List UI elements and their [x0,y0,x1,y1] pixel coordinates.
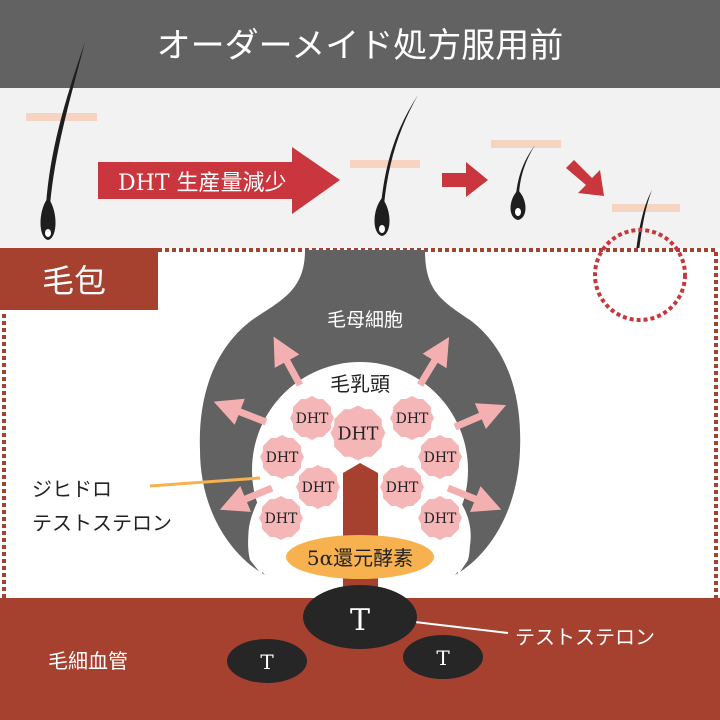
magnify-circle [593,228,687,322]
svg-text:DHT: DHT [424,511,457,527]
svg-text:DHT: DHT [386,480,419,496]
small-arrow-down-right [566,160,604,196]
svg-text:DHT: DHT [265,511,298,527]
dht-reduction-label: DHT 生産量減少 [118,171,287,196]
page-title: オーダーメイド処方服用前 [157,26,564,66]
svg-text:DHT: DHT [338,424,379,444]
testosterone-molecule: T [403,635,483,679]
dht-molecule: DHT [259,496,303,540]
pink-arrow [213,398,268,426]
testosterone-flow-pillar [343,463,378,600]
enzyme-ellipse [286,535,434,579]
svg-text:DHT: DHT [296,411,329,427]
svg-text:DHT: DHT [396,411,429,427]
dht-molecule: DHT [330,405,386,461]
dht-reduction-arrow: DHT 生産量減少 [98,147,340,214]
skin-level-bar [350,160,420,168]
dht-molecule: DHT [260,435,304,479]
pink-arrow [273,336,304,387]
svg-text:T: T [436,646,450,670]
small-arrow-right [442,162,488,197]
svg-text:T: T [350,603,370,638]
testosterone-molecules: T T T [227,585,483,683]
svg-text:DHT: DHT [266,450,299,466]
dht-callout-line [149,476,261,488]
testosterone-label: テストステロン [515,625,655,649]
pink-arrow [417,337,450,387]
dht-molecules: DHT DHT DHT DHT DHT DHT DHT DHT DHT [259,396,462,540]
follicle-label-box [0,248,158,310]
pink-arrow [446,484,502,513]
svg-text:DHT: DHT [302,480,335,496]
dht-molecule: DHT [418,496,462,540]
capillary-label: 毛細血管 [48,649,128,673]
skin-level-bar [491,140,561,148]
svg-text:DHT: DHT [424,450,457,466]
follicle-label: 毛包 [42,262,106,300]
testosterone-callout-line [397,619,509,634]
dht-molecule: DHT [296,465,340,509]
dht-callout-line2: テストステロン [32,511,172,535]
pink-arrow [453,403,507,431]
svg-text:T: T [260,650,274,674]
testosterone-molecule: T [227,639,307,683]
dht-molecule: DHT [290,396,334,440]
testosterone-molecule: T [303,585,417,649]
hair-stage-1 [26,42,97,240]
dermal-papilla-label: 毛乳頭 [330,372,390,396]
hair-matrix-label: 毛母細胞 [327,309,403,331]
dht-molecule: DHT [418,435,462,479]
enzyme-label: 5α還元酵素 [307,546,413,570]
dht-spread-arrows [213,336,507,513]
hair-stage-3 [491,140,561,220]
dht-molecule: DHT [390,396,434,440]
pink-arrow [219,484,274,512]
hair-stage-2 [350,95,420,236]
header-bar [0,0,720,88]
dht-molecule: DHT [380,465,424,509]
dht-callout-line1: ジヒドロ [32,477,112,501]
